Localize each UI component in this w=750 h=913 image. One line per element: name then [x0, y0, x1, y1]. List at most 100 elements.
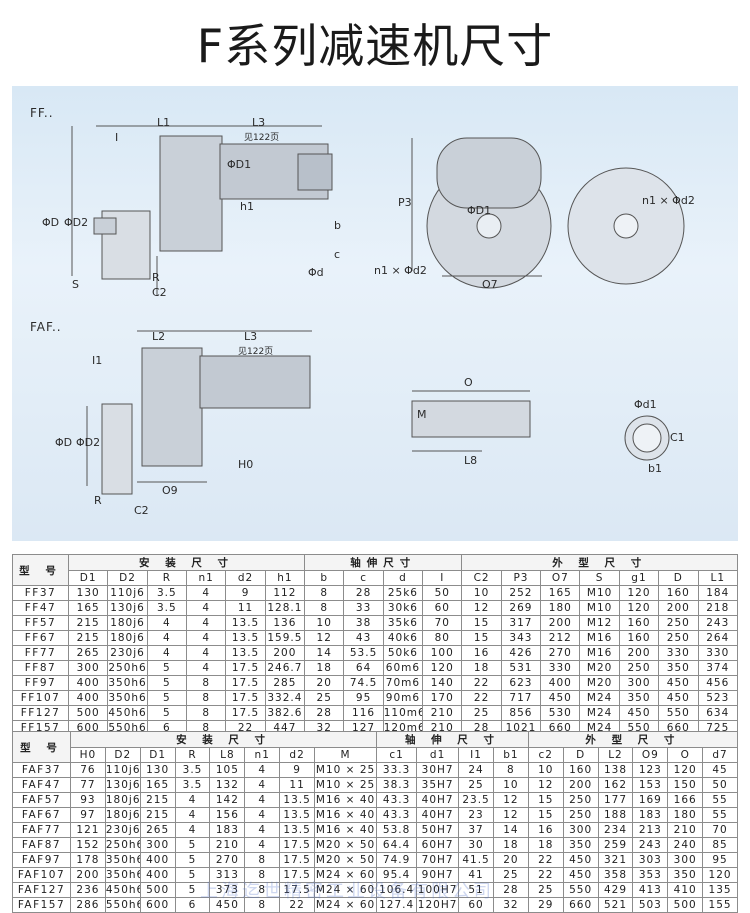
column-header: n1	[186, 570, 227, 586]
table-cell: M24 × 60	[314, 867, 378, 883]
dim-h1: h1	[240, 200, 254, 213]
table-cell: 17.5	[279, 867, 316, 883]
dim-o7: O7	[482, 278, 498, 291]
table-cell: 184	[697, 585, 738, 601]
column-header: S	[579, 570, 620, 586]
table-cell: M20 × 50	[314, 837, 378, 853]
table-cell: 43.3	[376, 807, 418, 823]
table-cell: 23	[458, 807, 494, 823]
table-cell: 450h6	[104, 882, 141, 898]
table-cell: 5	[174, 882, 211, 898]
table-cell: 8	[244, 897, 281, 913]
table-cell: 100	[422, 645, 463, 661]
table-cell: 400	[139, 852, 176, 868]
table-cell: 4	[244, 807, 281, 823]
table-cell: 450	[562, 852, 599, 868]
table-cell: 188	[597, 807, 634, 823]
table-cell: 17.5	[225, 690, 266, 706]
table-cell: 350	[562, 837, 599, 853]
dim-i: I	[115, 131, 119, 144]
column-header: L1	[697, 570, 738, 586]
ff-label: FF..	[30, 106, 54, 120]
table-cell: 8	[244, 852, 281, 868]
table-cell: 120	[667, 762, 704, 778]
see-page-ff: 见122页	[244, 133, 280, 143]
table-cell: 410	[667, 882, 704, 898]
table-cell: 450	[209, 897, 246, 913]
table-cell: 40H7	[416, 792, 460, 808]
table-cell: 183	[632, 807, 669, 823]
table-cell: 10	[492, 777, 529, 793]
table-cell: 300	[67, 660, 109, 676]
table-cell: 456	[697, 675, 738, 691]
table-cell: 162	[597, 777, 634, 793]
table-cell: 213	[632, 822, 669, 838]
table-cell: 9	[279, 762, 316, 778]
table-cell: 120	[618, 585, 660, 601]
column-header: M	[314, 747, 378, 763]
dim-m: M	[417, 408, 427, 421]
table-cell: 180	[667, 807, 704, 823]
dim-phid2: ΦD2	[64, 216, 89, 229]
table-cell: 236	[70, 882, 106, 898]
table-cell: 4	[244, 792, 281, 808]
table-cell: 350	[667, 867, 704, 883]
table-cell: 550h6	[104, 897, 141, 913]
table-cell: 358	[597, 867, 634, 883]
header-install: 安 装 尺 寸	[67, 554, 306, 571]
table-cell: 22	[461, 690, 502, 706]
table-cell: 413	[632, 882, 669, 898]
table-cell: 330	[658, 645, 699, 661]
table-cell: M20	[579, 660, 620, 676]
table-cell: 90H7	[416, 867, 460, 883]
table-cell: 53.8	[376, 822, 418, 838]
dim-n1d2: n1 × Φd2	[374, 264, 427, 277]
table-cell: 110j6	[104, 762, 141, 778]
table-cell: 37	[458, 822, 494, 838]
table-cell: 12	[304, 630, 345, 646]
table-cell: 15	[527, 792, 564, 808]
table-cell: 25	[458, 777, 494, 793]
table-cell: 634	[697, 705, 738, 721]
table-cell: 250	[658, 615, 699, 631]
table-cell: 300	[667, 852, 704, 868]
table-cell: M16	[579, 645, 620, 661]
table-cell: M10	[579, 600, 620, 616]
table-cell: 373	[209, 882, 246, 898]
table-cell: 130j6	[107, 600, 148, 616]
table-cell: 166	[667, 792, 704, 808]
table-cell: 22	[279, 897, 316, 913]
table-cell: 10	[527, 762, 564, 778]
table-cell: 8	[186, 690, 227, 706]
table-cell: 343	[500, 630, 542, 646]
drawing-lines	[71, 125, 685, 495]
table-cell: 210	[667, 822, 704, 838]
model-cell: FF107	[12, 690, 69, 706]
dim-l1: L1	[157, 116, 171, 129]
table-cell: 400	[139, 867, 176, 883]
table-cell: 17.5	[279, 837, 316, 853]
dim-o: O	[464, 376, 473, 389]
table-cell: 4	[244, 837, 281, 853]
dim-l2: L2	[152, 330, 166, 343]
table-cell: 234	[597, 822, 634, 838]
table-cell: 230j6	[104, 822, 141, 838]
table-cell: 38.3	[376, 777, 418, 793]
table-cell: 4	[174, 822, 211, 838]
table-cell: M10 × 25	[314, 777, 378, 793]
dim-o9: O9	[162, 484, 178, 497]
table-cell: 18	[527, 837, 564, 853]
table-cell: 112	[264, 585, 306, 601]
table-cell: 183	[209, 822, 246, 838]
table-cell: 12	[492, 807, 529, 823]
model-cell: FF67	[12, 630, 69, 646]
table-cell: 11	[225, 600, 266, 616]
table-cell: 4	[186, 615, 227, 631]
